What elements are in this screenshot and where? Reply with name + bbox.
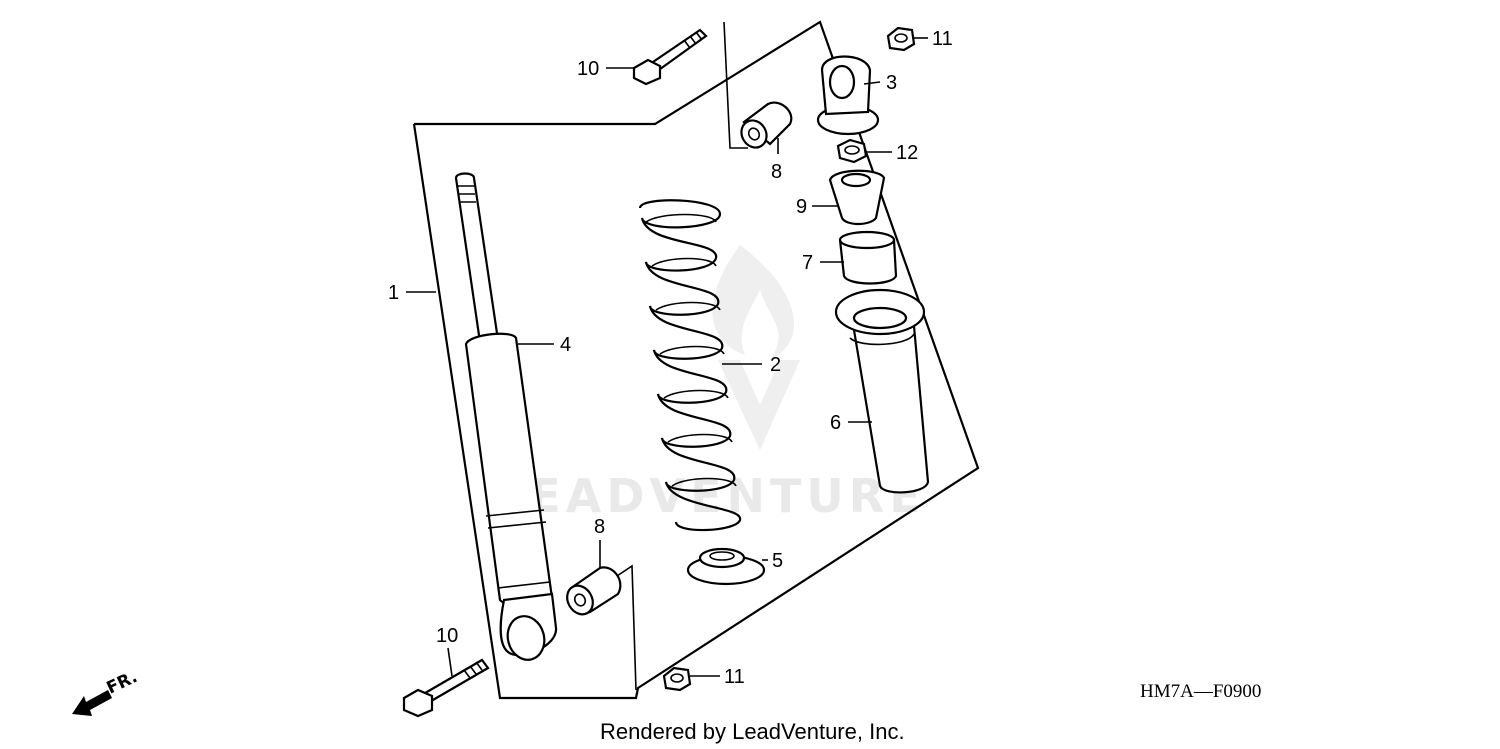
front-label: FR. [104, 667, 141, 698]
bushing-part-8-top [740, 101, 793, 149]
collar-part-7 [838, 230, 898, 285]
assembly-outline [412, 20, 980, 700]
front-arrow-icon [72, 690, 112, 716]
bolt-part-10-top [632, 28, 708, 86]
callout-3: 3 [886, 72, 897, 94]
leader-lines [406, 37, 928, 677]
leadventure-watermark: LEADVENTURE [495, 245, 926, 523]
diagram-code: HM7A—F0900 [1140, 681, 1261, 702]
callout-11-bottom: 11 [724, 666, 745, 688]
nut-part-12 [836, 138, 868, 164]
bump-rubber-part-9 [828, 169, 886, 226]
upper-mount-part-3 [816, 55, 880, 136]
callout-9: 9 [796, 196, 807, 218]
callout-6: 6 [830, 412, 841, 434]
spring-part-2 [638, 199, 742, 532]
damper-part-4 [454, 172, 558, 661]
bolt-part-10-bottom [402, 658, 490, 718]
spring-seat-part-5 [686, 547, 766, 586]
callouts: 1 2 3 4 5 6 7 8 8 9 10 10 11 11 12 [388, 28, 953, 688]
nut-part-11-top [886, 26, 916, 52]
nut-part-11-bottom [662, 666, 692, 692]
callout-1: 1 [388, 282, 399, 304]
callout-8-top: 8 [771, 161, 782, 183]
callout-12: 12 [896, 142, 918, 164]
callout-4: 4 [560, 334, 571, 356]
watermark-text: LEADVENTURE [495, 469, 926, 523]
callout-10-bottom: 10 [436, 625, 458, 647]
assembly-bracket-top [723, 21, 748, 149]
dust-cover-part-6 [834, 288, 930, 494]
callout-7: 7 [802, 252, 813, 274]
front-direction-indicator: FR. [72, 667, 141, 716]
callout-10-top: 10 [577, 58, 599, 80]
callout-5: 5 [772, 550, 783, 572]
callout-8-bottom: 8 [594, 516, 605, 538]
callout-2: 2 [770, 354, 781, 376]
callout-11-top: 11 [932, 28, 953, 50]
render-credit: Rendered by LeadVenture, Inc. [600, 719, 905, 744]
bushing-part-8-bottom [566, 566, 622, 616]
assembly-bracket-bottom [613, 564, 637, 691]
